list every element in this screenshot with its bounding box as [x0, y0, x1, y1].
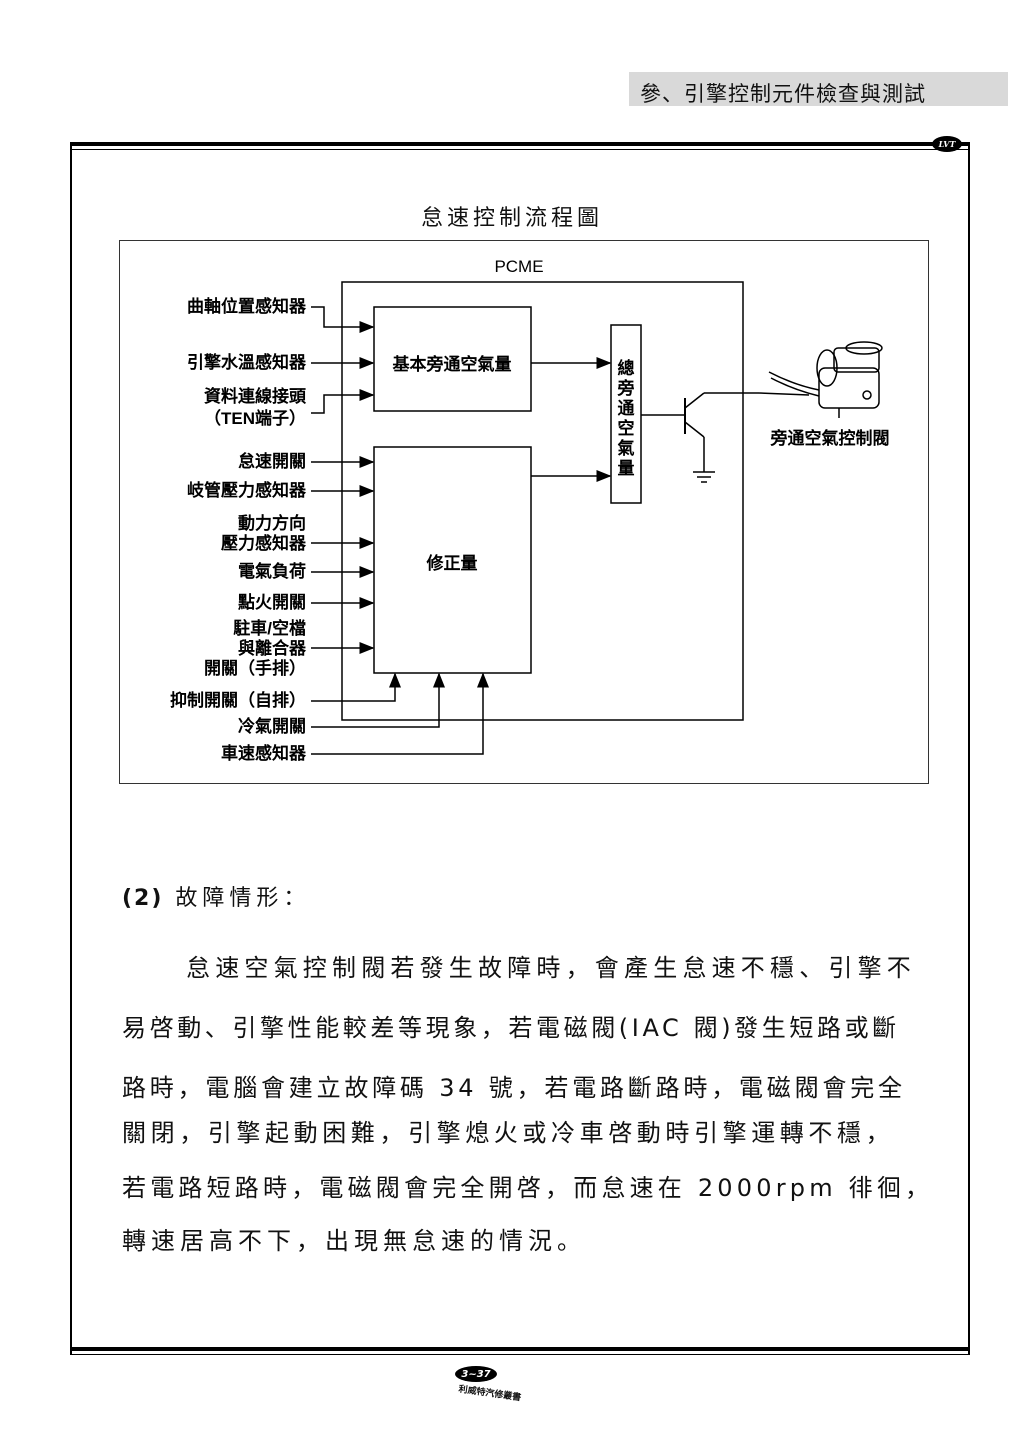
svg-text:氣: 氣 — [618, 438, 635, 458]
header-bar — [629, 72, 1008, 106]
total-air-block — [610, 324, 642, 504]
pcme-box — [341, 281, 744, 721]
input-idle-switch: 怠速開關 — [238, 451, 306, 471]
input-park-neutral-3: 開關（手排） — [204, 658, 306, 678]
input-coolant-temp: 引擎水溫感知器 — [187, 352, 307, 372]
body-line-1: 怠速空氣控制閥若發生故障時，會產生怠速不穩、引擎不 — [186, 954, 916, 982]
publisher-logo: 利威特汽修叢書 — [457, 1384, 522, 1404]
input-electrical-load: 電氣負荷 — [238, 561, 306, 581]
svg-text:總: 總 — [618, 358, 635, 378]
input-ac-switch: 冷氣開關 — [238, 716, 306, 736]
figure-title: 怠速控制流程圖 — [420, 206, 603, 231]
bottom-rule — [70, 1347, 970, 1351]
input-crank-position: 曲軸位置感知器 — [187, 296, 307, 316]
body-line-2: 易啓動、引擎性能較差等現象，若電磁閥(IAC 閥)發生短路或斷 — [122, 1014, 900, 1042]
total-air-label: 總 旁 通 空 氣 量 — [617, 358, 635, 478]
section-heading: (2) 故障情形： — [122, 880, 310, 912]
brand-logo: LVT — [932, 136, 962, 152]
correction-block — [373, 446, 532, 674]
idle-control-flow-diagram: PCME 基本旁通空氣量 修正量 總 旁 通 空 氣 量 旁通空氣控制閥 曲軸位… — [170, 257, 890, 763]
input-power-steering-2: 壓力感知器 — [221, 533, 307, 553]
svg-text:空: 空 — [618, 418, 635, 438]
svg-text:通: 通 — [618, 399, 635, 418]
base-air-label: 基本旁通空氣量 — [392, 354, 512, 374]
correction-label: 修正量 — [426, 553, 478, 573]
frame-right-border — [968, 146, 970, 1354]
input-inhibitor-switch: 抑制開關（自排） — [170, 690, 306, 710]
section-number: (2) — [122, 886, 164, 911]
svg-text:量: 量 — [618, 458, 635, 478]
bypass-valve-label: 旁通空氣控制閥 — [770, 428, 890, 448]
input-power-steering-1: 動力方向 — [238, 513, 306, 533]
input-map-sensor: 岐管壓力感知器 — [187, 480, 307, 500]
diagram-frame — [119, 240, 929, 784]
body-line-4: 關閉，引擎起動困難，引擎熄火或冷車啓動時引擎運轉不穩， — [122, 1119, 895, 1147]
svg-text:旁: 旁 — [617, 378, 635, 398]
top-rule — [70, 142, 970, 146]
page-number: 3~37 — [455, 1366, 497, 1382]
input-ignition-switch: 點火開關 — [237, 592, 306, 612]
chapter-title: 參、引擎控制元件檢查與測試 — [640, 82, 926, 106]
input-park-neutral-2: 與離合器 — [238, 638, 307, 658]
body-line-3: 路時，電腦會建立故障碼 34 號，若電路斷路時，電磁閥會完全 — [122, 1074, 906, 1102]
frame-left-border — [70, 146, 72, 1354]
body-line-6: 轉速居高不下，出現無怠速的情況。 — [122, 1227, 586, 1255]
body-line-5: 若電路短路時，電磁閥會完全開啓，而怠速在 2000rpm 徘徊， — [122, 1174, 934, 1202]
input-ten-terminal: （TEN端子） — [204, 408, 306, 428]
bottom-rule-thin — [70, 1354, 970, 1355]
pcme-label: PCME — [494, 257, 543, 276]
bypass-valve-drawing — [768, 341, 883, 418]
section-title: 故障情形： — [175, 886, 311, 911]
input-data-link: 資料連線接頭 — [204, 386, 307, 406]
top-rule-thin — [70, 149, 970, 150]
input-park-neutral-1: 駐車/空檔 — [233, 618, 306, 638]
input-vehicle-speed: 車速感知器 — [221, 743, 307, 763]
